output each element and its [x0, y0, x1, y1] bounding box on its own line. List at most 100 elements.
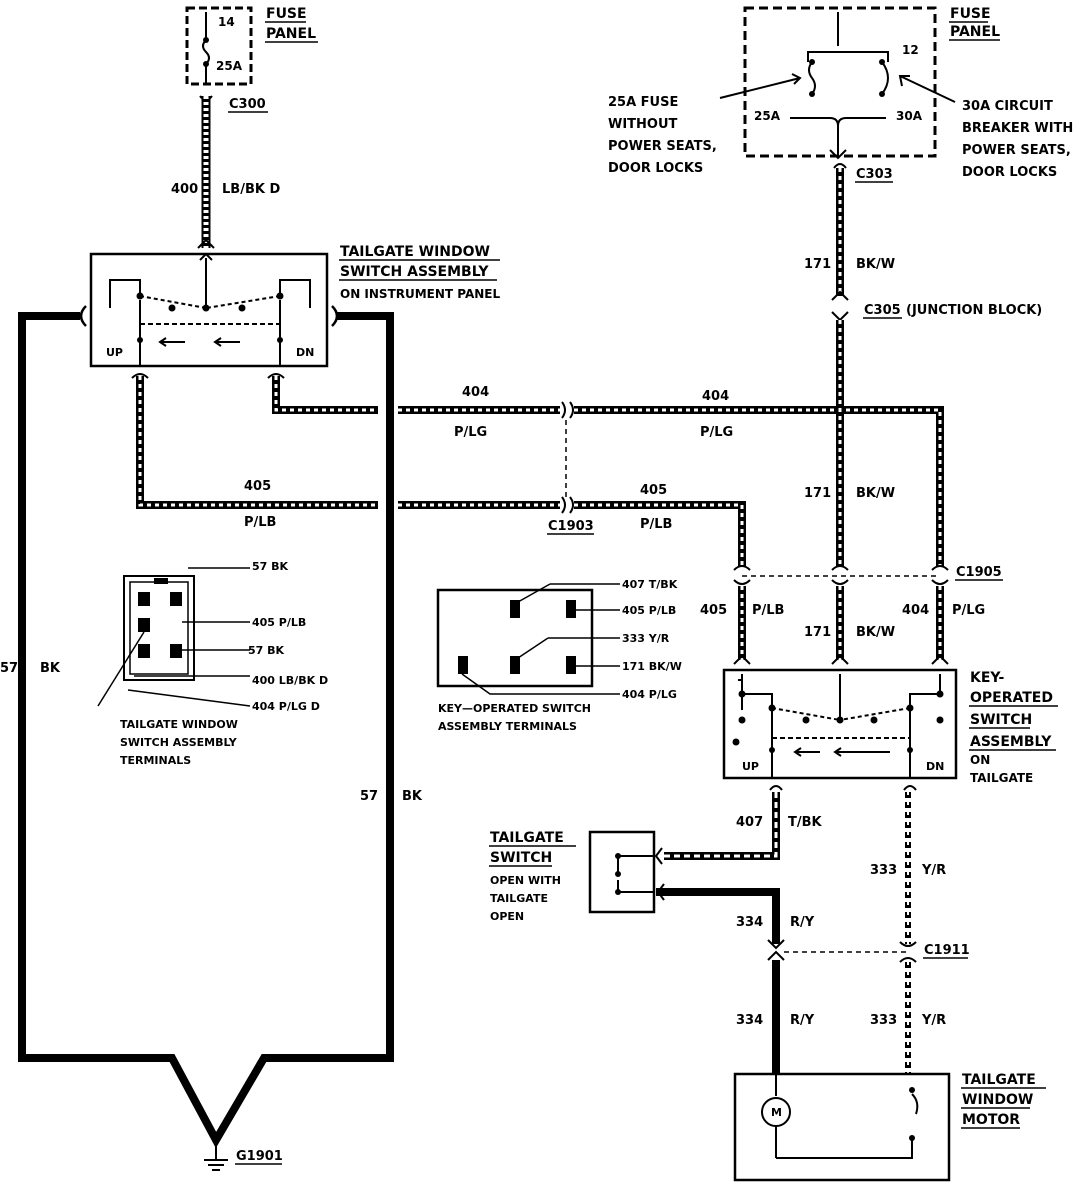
tailgate-switch: TAILGATE SWITCH OPEN WITH TAILGATE OPEN	[489, 830, 656, 923]
key-terminal-label-4: 171 BK/W	[622, 660, 682, 673]
key-terminal-caption-2: ASSEMBLY TERMINALS	[438, 720, 577, 733]
motor-title-3: MOTOR	[962, 1112, 1020, 1128]
g1901-label: G1901	[236, 1149, 283, 1164]
wire-57-number-right: 57	[360, 789, 378, 804]
wire-400: C300 400 LB/BK D	[171, 95, 280, 249]
motor-title-2: WINDOW	[962, 1092, 1033, 1108]
sw-terminal-label-2: 405 P/LB	[252, 616, 306, 629]
key-terminal-label-5: 404 P/LG	[622, 688, 677, 701]
key-operated-switch: UP DN KEY- OPERATED SWITCH ASSEMBLY ON T…	[722, 668, 1058, 785]
wire-400-number: 400	[171, 182, 198, 197]
wire-171-number-a: 171	[804, 257, 831, 272]
left-fuse-panel-title-2: PANEL	[266, 26, 316, 42]
wire-404-number-a: 404	[462, 385, 489, 400]
wire-171-color-c: BK/W	[856, 625, 895, 640]
breaker-note-right-1: 30A CIRCUIT	[962, 99, 1053, 114]
wire-334: 334 R/Y 334 R/Y	[656, 883, 908, 1074]
tailgate-switch-title-1: TAILGATE	[490, 830, 564, 846]
key-switch-dn-label: DN	[926, 760, 944, 773]
wire-404-color-c: P/LG	[952, 603, 985, 618]
left-fuse-number: 14	[218, 15, 235, 29]
wire-405-number-b: 405	[640, 483, 667, 498]
sw-terminal-label-3: 57 BK	[248, 644, 285, 657]
key-terminal-label-3: 333 Y/R	[622, 632, 670, 645]
breaker-note-right-4: DOOR LOCKS	[962, 165, 1057, 180]
switch-up-label: UP	[106, 346, 123, 359]
switch-title-2: SWITCH ASSEMBLY	[340, 264, 489, 280]
right-breaker-rating: 30A	[896, 109, 923, 123]
wire-405: 405 P/LB 405 P/LB C1903	[131, 373, 746, 566]
left-fuse-panel-title: FUSE	[266, 6, 307, 22]
wire-404-color-a: P/LG	[454, 425, 487, 440]
c300-label: C300	[229, 97, 266, 112]
fuse-note-left-4: DOOR LOCKS	[608, 161, 703, 176]
wire-333-number-a: 333	[870, 863, 897, 878]
wire-405-color-b: P/LB	[640, 517, 672, 532]
wire-171-color-b: BK/W	[856, 486, 895, 501]
wire-57-ground-loop: G1901 57 BK 57 BK	[0, 305, 423, 1171]
key-switch-title-2: OPERATED	[970, 690, 1053, 706]
wire-333: 333 Y/R C1911 333 Y/R	[870, 785, 970, 1074]
switch-location: ON INSTRUMENT PANEL	[340, 287, 501, 301]
key-switch-title-1: KEY-	[970, 670, 1004, 686]
c305-note: (JUNCTION BLOCK)	[906, 303, 1042, 318]
key-switch-title-4: ASSEMBLY	[970, 734, 1052, 750]
key-switch-up-label: UP	[742, 760, 759, 773]
wire-57-color-right: BK	[402, 789, 423, 804]
wire-334-number-a: 334	[736, 915, 763, 930]
wire-407: 407 T/BK	[654, 785, 823, 865]
key-terminal-caption-1: KEY—OPERATED SWITCH	[438, 702, 591, 715]
key-terminal-label-2: 405 P/LB	[622, 604, 676, 617]
key-terminal-label-1: 407 T/BK	[622, 578, 678, 591]
sw-terminal-caption-3: TERMINALS	[120, 754, 191, 767]
left-fuse-rating: 25A	[216, 59, 243, 73]
wire-334-number-b: 334	[736, 1013, 763, 1028]
wire-405-number-c: 405	[700, 603, 727, 618]
tailgate-switch-note-3: OPEN	[490, 910, 524, 923]
wire-404: 404 P/LG 404 P/LG	[267, 373, 944, 566]
wire-171: C303 171 BK/W C305 (JUNCTION BLOCK) 171 …	[804, 163, 1042, 566]
tailgate-window-motor: M TAILGATE WINDOW MOTOR	[733, 1072, 1046, 1182]
wire-334-color-a: R/Y	[790, 915, 815, 930]
key-switch-location-2: TAILGATE	[970, 771, 1033, 785]
motor-symbol: M	[771, 1106, 782, 1119]
wire-333-color-a: Y/R	[921, 863, 946, 878]
c1905-connector: C1905 405 P/LB 171 BK/W 404 P/LG	[700, 565, 1003, 665]
wire-400-color: LB/BK D	[222, 182, 280, 197]
right-fuse-panel: 12 25A 30A FUSE PANEL 25A FUSE WITHOUT P…	[608, 6, 1073, 180]
wire-407-number: 407	[736, 815, 763, 830]
right-fuse-rating: 25A	[754, 109, 781, 123]
sw-terminal-label-4: 400 LB/BK D	[252, 674, 328, 687]
wire-407-color: T/BK	[788, 815, 823, 830]
c1903-label: C1903	[548, 519, 594, 534]
switch-terminals-inset: 57 BK 405 P/LB 57 BK 400 LB/BK D 404 P/L…	[97, 560, 328, 767]
fuse-note-left-3: POWER SEATS,	[608, 139, 717, 154]
wire-333-number-b: 333	[870, 1013, 897, 1028]
wire-405-color-c: P/LB	[752, 603, 784, 618]
fuse-note-left-2: WITHOUT	[608, 117, 678, 132]
fuse-note-left-1: 25A FUSE	[608, 95, 678, 110]
wire-405-color-a: P/LB	[244, 515, 276, 530]
sw-terminal-caption-1: TAILGATE WINDOW	[120, 718, 238, 731]
c1905-label: C1905	[956, 565, 1002, 580]
wire-171-number-b: 171	[804, 486, 831, 501]
wire-404-number-b: 404	[702, 389, 729, 404]
wire-171-number-c: 171	[804, 625, 831, 640]
c303-label: C303	[856, 167, 893, 182]
tailgate-switch-note-2: TAILGATE	[490, 892, 548, 905]
key-terminals-inset: 407 T/BK 405 P/LB 333 Y/R 171 BK/W 404 P…	[436, 578, 682, 733]
wire-334-color-b: R/Y	[790, 1013, 815, 1028]
tailgate-window-switch: UP DN TAILGATE WINDOW SWITCH ASSEMBLY ON…	[89, 244, 501, 368]
switch-title-1: TAILGATE WINDOW	[340, 244, 490, 260]
c1911-label: C1911	[924, 943, 970, 958]
left-fuse-panel: 14 25A FUSE PANEL	[185, 6, 318, 86]
tailgate-switch-title-2: SWITCH	[490, 850, 552, 866]
key-switch-title-3: SWITCH	[970, 712, 1032, 728]
wire-404-color-b: P/LG	[700, 425, 733, 440]
wire-405-number-a: 405	[244, 479, 271, 494]
right-fuse-panel-title: FUSE	[950, 6, 991, 22]
wire-333-color-b: Y/R	[921, 1013, 946, 1028]
sw-terminal-caption-2: SWITCH ASSEMBLY	[120, 736, 238, 749]
key-switch-location-1: ON	[970, 753, 990, 767]
